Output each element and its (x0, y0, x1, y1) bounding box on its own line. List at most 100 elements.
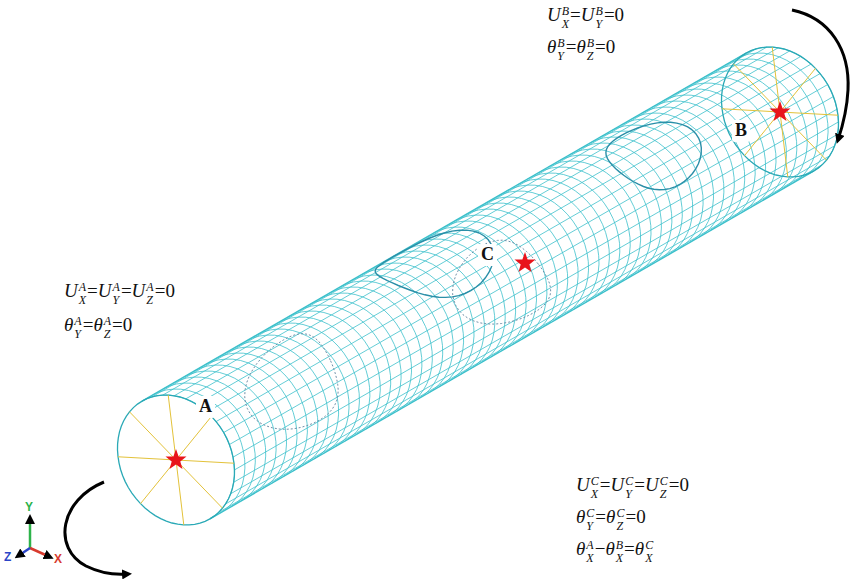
index-pair: ZA (104, 315, 111, 340)
boundary-condition: UXA=UYA=UZA=0 (62, 280, 177, 305)
mesh-ring (423, 233, 515, 357)
coupling-spoke (780, 112, 838, 115)
mesh-ring (527, 173, 619, 297)
mesh-ring (350, 275, 442, 399)
mesh-ring (142, 395, 234, 519)
formula-glyph: U (610, 474, 624, 495)
mesh-ring (600, 131, 692, 255)
x-axis-arrow (30, 548, 50, 557)
mesh-ring (215, 353, 308, 477)
mesh-line (152, 49, 756, 397)
formula-glyph: X (591, 488, 599, 501)
mesh-ring (382, 257, 474, 381)
boundary-condition: θYA=θZA=0 (62, 314, 134, 339)
boundary-condition: θYB=θZB=0 (545, 36, 617, 61)
mesh-ring (455, 215, 547, 339)
mesh-ring (684, 83, 776, 207)
constraint-equation: θXA−θXB=θXC (574, 538, 656, 563)
formula-glyph: = (625, 506, 636, 527)
mesh-ring (632, 113, 724, 237)
index-pair: YB (557, 37, 564, 62)
formula-glyph: θ (64, 314, 73, 335)
index-pair: YA (74, 315, 81, 340)
coupling-spoke (129, 412, 176, 460)
point-label: C (478, 244, 497, 266)
mesh-ring (163, 383, 255, 507)
formula-glyph: θ (576, 506, 585, 527)
mesh-ring (673, 89, 765, 213)
mesh-ring (444, 221, 536, 345)
index-pair: YA (113, 281, 120, 306)
formula-glyph: Y (113, 294, 120, 307)
index-pair: ZC (660, 475, 668, 500)
mesh-ring (486, 197, 578, 321)
mesh-ring (496, 191, 588, 315)
coupling-spoke (780, 112, 827, 160)
formula-glyph: X (562, 18, 569, 31)
mesh-ring (548, 161, 640, 285)
torque-arrow (65, 482, 128, 574)
mesh-ring (736, 53, 829, 177)
formula-glyph: X (616, 552, 623, 565)
mesh-ring (715, 65, 807, 189)
formula-glyph: Z (660, 488, 668, 501)
mesh-line (216, 74, 820, 422)
formula-glyph: − (595, 538, 606, 559)
reference-point-star (166, 449, 187, 469)
mesh-ring (225, 347, 317, 471)
index-pair: XA (79, 281, 86, 306)
index-pair: YC (586, 507, 594, 532)
mesh-ring (309, 299, 401, 423)
formula-glyph: θ (547, 36, 556, 57)
mesh-ring (413, 239, 505, 363)
formula-glyph: = (155, 280, 166, 301)
axis-label: Z (4, 550, 11, 564)
mesh-line (229, 97, 833, 445)
coupling-spoke (780, 112, 788, 177)
formula-glyph: U (581, 4, 595, 25)
formula-glyph: C (591, 475, 599, 488)
axis-label: X (54, 552, 62, 566)
index-pair: XB (616, 539, 623, 564)
formula-glyph: = (595, 36, 606, 57)
formula-glyph: 0 (615, 4, 625, 25)
formula-glyph: B (587, 37, 594, 50)
boundary-condition: UXB=UYB=0 (545, 4, 626, 29)
mesh-line (234, 134, 838, 482)
mesh-ring (475, 203, 567, 327)
formula-glyph: 0 (165, 280, 175, 301)
index-pair: YB (596, 5, 603, 30)
formula-glyph: A (113, 281, 120, 294)
formula-glyph: U (547, 4, 561, 25)
mesh-line (142, 53, 746, 401)
point-label: B (732, 120, 750, 142)
index-pair: ZB (587, 37, 594, 62)
boundary-condition: θYC=θZC=0 (574, 506, 648, 531)
hole-outline (245, 334, 339, 430)
mesh-ring (392, 251, 484, 375)
formula-glyph: = (595, 506, 606, 527)
mesh-ring (434, 227, 526, 351)
mesh-ring (205, 359, 298, 483)
formula-glyph: θ (606, 506, 615, 527)
mesh-line (174, 48, 778, 396)
mesh-line (163, 47, 767, 395)
formula-glyph: B (596, 5, 603, 18)
mesh-ring (340, 281, 432, 405)
index-pair: ZA (146, 281, 153, 306)
mesh-ring (725, 59, 817, 183)
end-face (118, 395, 235, 525)
mesh-ring (642, 107, 734, 231)
mesh-ring (194, 365, 286, 489)
mesh-ring (746, 47, 838, 171)
formula-glyph: Z (104, 328, 111, 341)
mesh-ring (330, 287, 422, 411)
mesh-ring (611, 125, 703, 249)
mesh-ring (559, 155, 651, 279)
mesh-line (231, 146, 835, 494)
mesh-ring (371, 263, 463, 387)
formula-glyph: θ (93, 314, 102, 335)
mesh-ring (236, 341, 328, 465)
mesh-ring (663, 95, 756, 219)
coupling-spoke (176, 416, 211, 460)
